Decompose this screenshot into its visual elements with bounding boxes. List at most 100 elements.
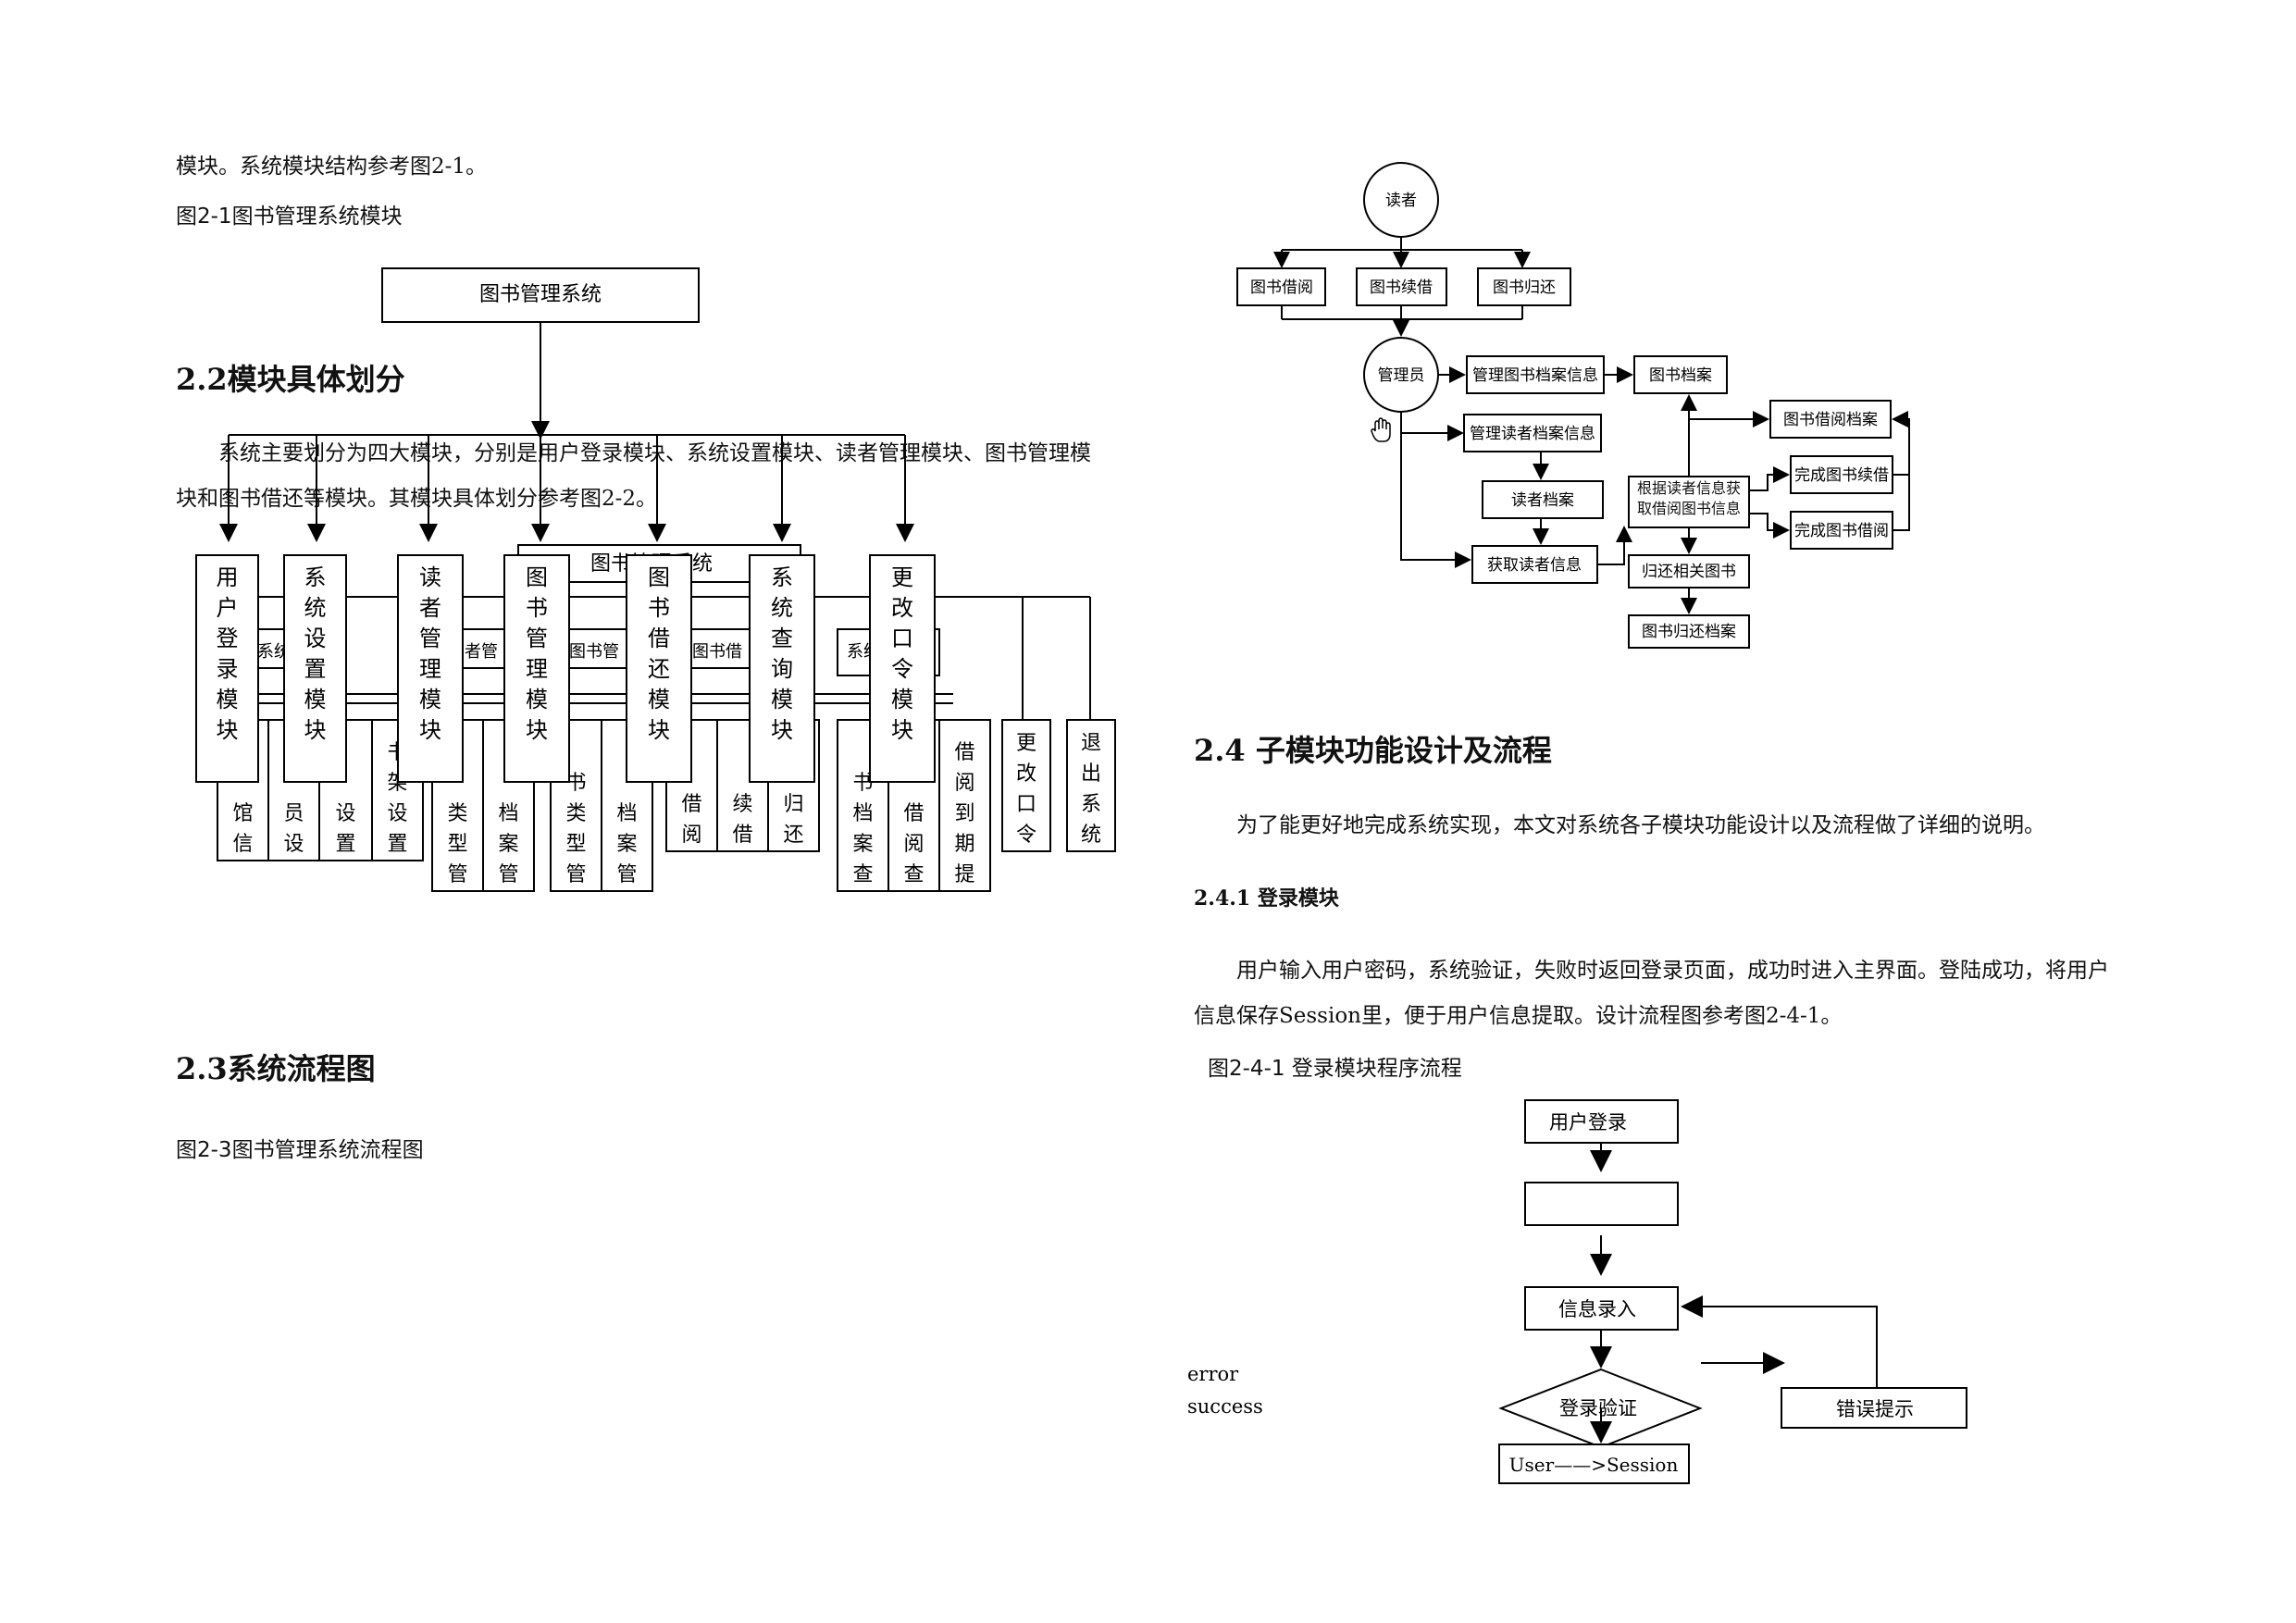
renew-label: 图书续借 [1370,279,1433,297]
leaf-char: 续 [732,793,752,816]
module-char: 者 [419,595,441,621]
return-book-label: 归还相关图书 [1642,563,1736,581]
module-char: 用 [217,564,239,590]
module-char: 块 [419,717,441,743]
root-box [381,267,700,323]
ghost-label-4: 图书借 [692,642,742,662]
leaf-char: 档 [852,802,873,825]
module-char: 录 [217,656,239,682]
fetch-book-info-node [1628,476,1750,528]
leaf-char: 设 [387,802,407,825]
module-char: 块 [891,717,913,743]
module-char: 管 [526,626,548,651]
borrow-label: 图书借阅 [1250,279,1313,297]
module-char: 借 [648,626,670,651]
leaf-char: 借 [681,793,701,816]
module-char: 块 [217,717,239,743]
borrow-archive-label: 图书借阅档案 [1783,411,1878,429]
manage-reader-info-label: 管理读者档案信息 [1470,425,1595,443]
session-label: User——>Session [1509,1454,1679,1476]
module-char: 令 [891,656,913,682]
module-char: 模 [891,687,913,712]
ghost-label-1: 系统 [257,642,291,662]
leaf-char: 管 [565,863,586,886]
ghost-label-3: 图书管 [569,642,619,662]
leaf-char: 员 [283,802,304,825]
module-box [503,554,570,783]
user-login-box [1524,1099,1679,1144]
leaf-box [1001,719,1051,852]
fig241-caption: 图2-4-1 登录模块程序流程 [1208,1057,1462,1081]
leaf-char: 期 [954,833,974,856]
module-char: 块 [771,717,793,743]
leaf-char: 置 [387,833,407,856]
leaf-char: 出 [1081,762,1101,786]
leaf-char: 退 [1081,732,1101,755]
success-branch-label: success [1187,1395,1263,1418]
leaf-char: 类 [447,802,467,825]
leaf-char: 型 [565,833,586,856]
leaf-char: 令 [1016,824,1036,847]
error-tip-box [1781,1387,1967,1429]
leaf-char: 还 [783,824,803,847]
section-241-heading: 2.4.1 登录模块 [1194,886,1339,911]
book-archive-label: 图书档案 [1649,366,1712,385]
return-book-node [1628,554,1750,588]
section-24-paragraph: 为了能更好地完成系统实现，本文对系统各子模块功能设计以及流程做了详细的说明。 [1236,813,2045,837]
verify-label: 登录验证 [1559,1397,1637,1419]
leaf-char: 到 [954,802,974,825]
module-char: 登 [217,626,239,651]
leaf-char: 统 [1081,824,1101,847]
hand-cursor-icon [1371,417,1391,442]
leaf-char: 置 [335,833,355,856]
leaf-char: 管 [498,863,518,886]
manage-reader-info-node [1463,414,1602,452]
fetch-book-info-text-wrap: 根据读者信息获取借阅图书信息 [1637,479,1741,517]
leaf-char: 改 [1016,762,1036,786]
intro-line: 模块。系统模块结构参考图2-1。 [176,155,488,179]
module-char: 理 [526,656,548,682]
module-char: 置 [304,656,327,682]
leaf-char: 借 [903,802,924,825]
info-input-label: 信息录入 [1558,1298,1636,1320]
module-char: 还 [648,656,670,682]
root-label: 图书管理系统 [479,283,602,306]
leaf-char: 查 [852,863,873,886]
ghost-label-2: 者管 [465,642,498,662]
borrow-node [1236,267,1326,306]
reader-archive-node [1482,480,1604,519]
leaf-char: 书 [565,772,586,795]
module-char: 图 [526,564,548,590]
info-input-box [1524,1286,1679,1331]
module-char: 模 [304,687,327,712]
leaf-char: 阅 [681,824,701,847]
module-char: 模 [648,687,670,712]
leaf-char: 提 [954,863,974,886]
module-box [283,554,347,783]
module-char: 块 [526,717,548,743]
leaf-box [1066,719,1116,852]
finish-renew-label: 完成图书续借 [1794,466,1889,485]
leaf-char: 档 [498,802,518,825]
module-char: 口 [891,626,913,651]
leaf-char: 档 [616,802,637,825]
leaf-char: 信 [232,833,253,856]
module-char: 改 [891,595,913,621]
leaf-char: 口 [1016,793,1036,816]
leaf-char: 案 [852,833,873,856]
return-node [1477,267,1571,306]
leaf-char: 系 [1081,793,1101,816]
session-box [1498,1443,1690,1484]
blank-step-box [1524,1182,1679,1226]
leaf-char: 借 [954,741,974,764]
borrow-archive-node [1769,400,1892,439]
module-char: 图 [648,564,670,590]
finish-borrow-node [1790,511,1893,550]
leaf-char: 书 [852,772,873,795]
module-char: 块 [304,717,327,743]
get-reader-info-label: 获取读者信息 [1487,556,1582,575]
module-box [749,554,815,783]
leaf-char: 管 [447,863,467,886]
reader-archive-label: 读者档案 [1511,491,1574,510]
